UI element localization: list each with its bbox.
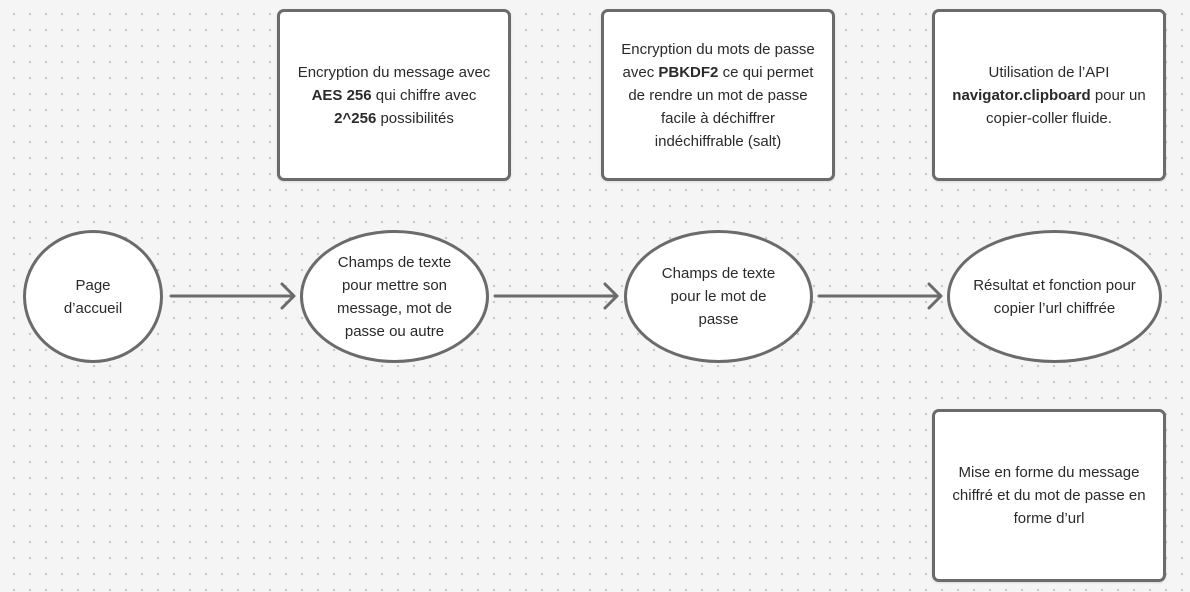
arrow-message-to-password[interactable] [493, 282, 619, 310]
arrow-home-to-message[interactable] [169, 282, 296, 310]
node-message-fields[interactable]: Champs de texte pour mettre son message,… [300, 230, 489, 363]
note-aes-text: Encryption du message avec AES 256 qui c… [297, 63, 491, 127]
note-aes-encryption[interactable]: Encryption du message avec AES 256 qui c… [277, 9, 511, 181]
node-result-label: Résultat et fonction pour copier l’url c… [973, 276, 1136, 317]
node-password-fields[interactable]: Champs de texte pour le mot de passe [624, 230, 813, 363]
node-result[interactable]: Résultat et fonction pour copier l’url c… [947, 230, 1162, 363]
note-pbkdf2-encryption[interactable]: Encryption du mots de passe avec PBKDF2 … [601, 9, 835, 181]
node-message-fields-label: Champs de texte pour mettre son message,… [336, 253, 453, 340]
note-url-format[interactable]: Mise en forme du message chiffré et du m… [932, 409, 1166, 582]
note-clipboard-text: Utilisation de l’API navigator.clipboard… [952, 63, 1146, 127]
arrow-password-to-result[interactable] [817, 282, 943, 310]
note-pbkdf2-text: Encryption du mots de passe avec PBKDF2 … [621, 40, 815, 150]
node-password-fields-label: Champs de texte pour le mot de passe [661, 265, 776, 328]
note-clipboard-api[interactable]: Utilisation de l’API navigator.clipboard… [932, 9, 1166, 181]
note-url-format-text: Mise en forme du message chiffré et du m… [952, 464, 1146, 527]
node-home-label: Page d’accueil [63, 276, 123, 317]
node-home-page[interactable]: Page d’accueil [23, 230, 163, 363]
